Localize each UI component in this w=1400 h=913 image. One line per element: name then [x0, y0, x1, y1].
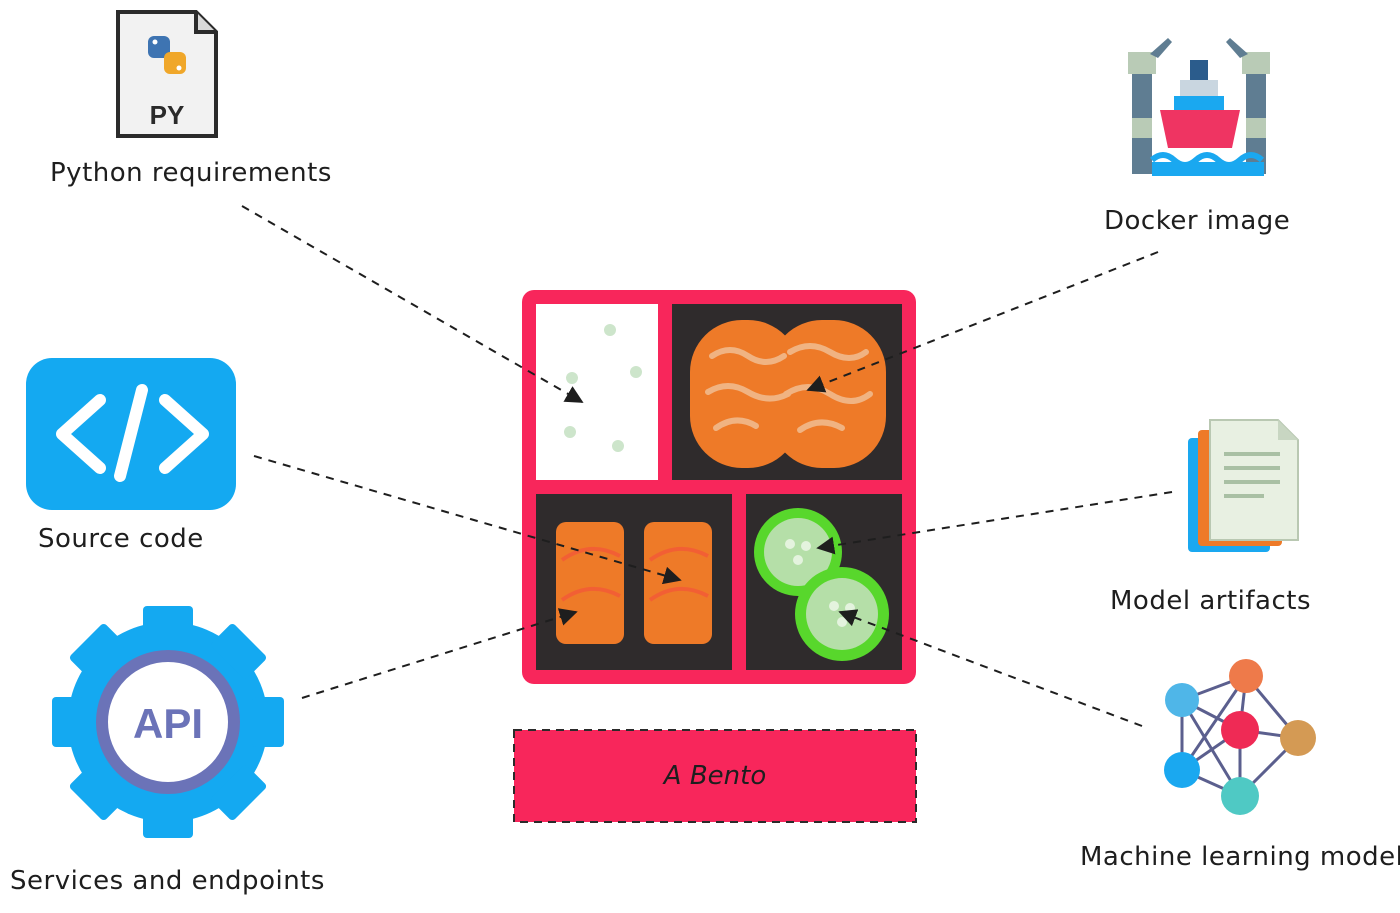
- python-requirements-label: Python requirements: [50, 158, 332, 188]
- bento-box: [522, 290, 916, 684]
- source-code-icon: [26, 358, 236, 510]
- api-gear-icon: API: [52, 606, 284, 838]
- python-file-icon: PY: [116, 10, 218, 138]
- arrow-docker-to-sashimi: [806, 251, 1159, 393]
- services-endpoints-label: Services and endpoints: [10, 866, 325, 896]
- docker-image-label: Docker image: [1104, 206, 1291, 236]
- api-badge-text: API: [133, 700, 203, 747]
- bento-caption-box: A Bento: [513, 729, 917, 823]
- arrow-python-to-rice: [241, 205, 584, 403]
- arrow-services-to-nigiri: [301, 608, 578, 699]
- rice-compartment: [536, 304, 658, 480]
- ml-network-icon: [1164, 659, 1316, 815]
- ml-model-label: Machine learning model: [1080, 842, 1400, 872]
- py-badge-text: PY: [150, 100, 185, 130]
- source-code-label: Source code: [38, 524, 204, 554]
- model-artifacts-label: Model artifacts: [1110, 586, 1311, 616]
- docker-ship-icon: [1128, 38, 1270, 176]
- model-artifacts-icon: [1188, 419, 1299, 552]
- bento-caption-text: A Bento: [662, 761, 766, 791]
